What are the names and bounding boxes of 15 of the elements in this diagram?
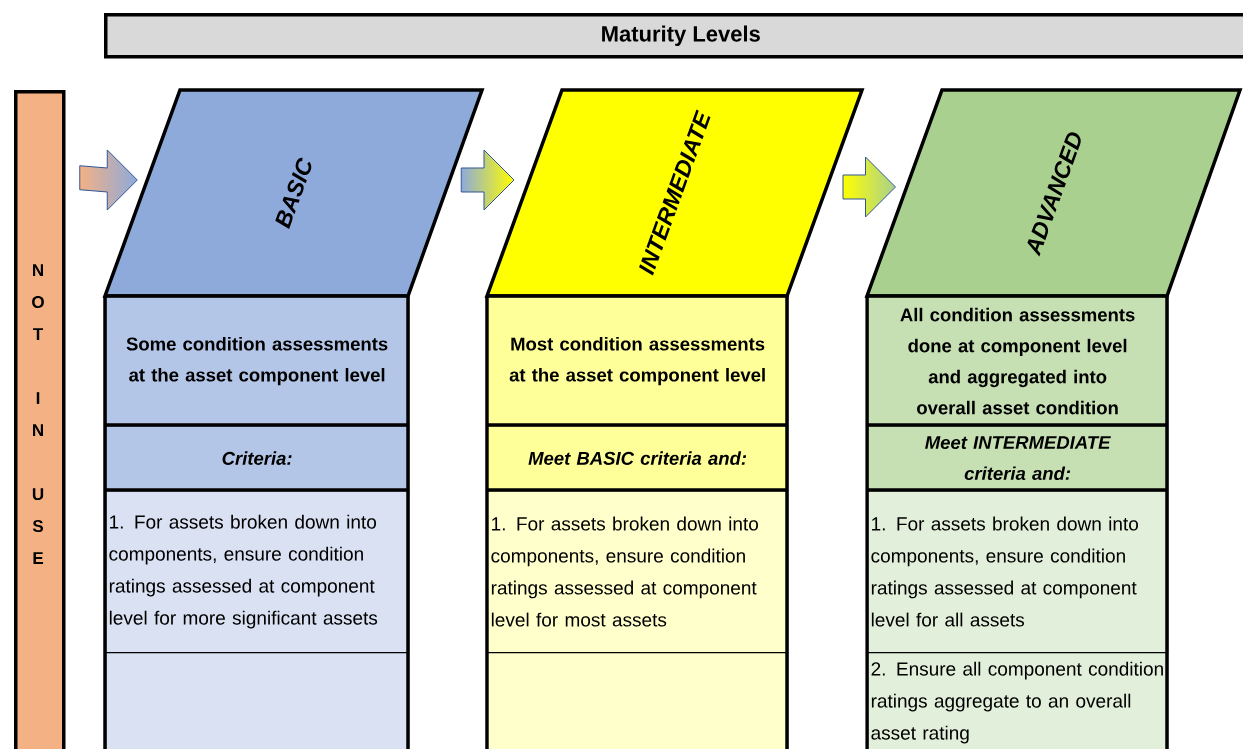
criteria-cell: Meet BASIC criteria and:: [487, 425, 789, 492]
block-arrow: [79, 149, 138, 211]
criteria-item-cell: 1. For assets broken down into components, ensure condition ratings assessed at component level for all assets: [867, 490, 1169, 654]
criteria-item-cell: 2. Ensure all component condition ratings aggregate to an overall asset rating: [867, 652, 1169, 749]
criteria-cell: Meet INTERMEDIATE criteria and:: [867, 425, 1169, 492]
title-bar: Maturity Levels: [104, 13, 1243, 59]
criteria-item-cell: 1. For assets broken down into components, ensure condition ratings assessed at component level for most assets: [487, 490, 789, 654]
block-arrow: [842, 156, 896, 218]
criteria-cell: Criteria:: [105, 425, 410, 492]
criteria-item-cell: 1. For assets broken down into components, ensure condition ratings assessed at component level for more significant assets: [105, 490, 410, 654]
summary-cell: Most condition assessments at the asset component level: [487, 296, 789, 427]
summary-cell: All condition assessments done at component level and aggregated into overall asset condition: [867, 296, 1169, 427]
summary-cell: Some condition assessments at the asset component level: [105, 296, 410, 427]
block-arrow: [460, 149, 515, 211]
side-bar: NOT IN USE: [14, 90, 66, 749]
